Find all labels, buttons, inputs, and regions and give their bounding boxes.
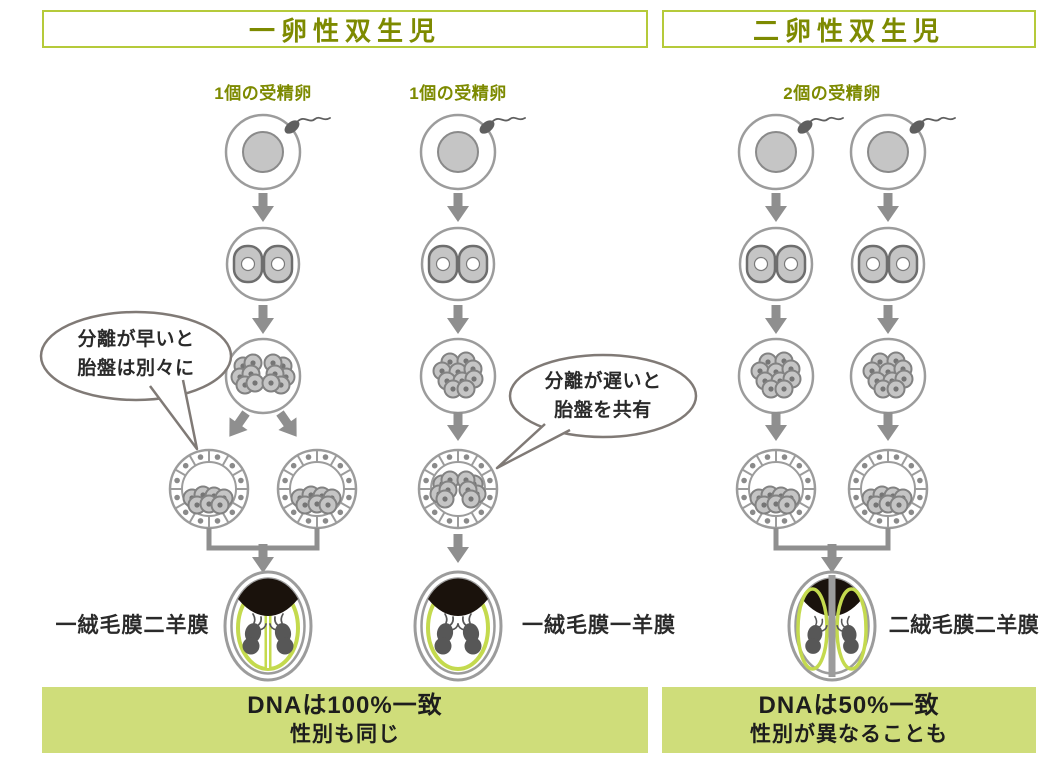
bubble-line: 胎盤は別々に	[77, 357, 195, 379]
down-arrow-icon	[765, 193, 787, 222]
blastocyst-two-masses-icon	[419, 450, 497, 528]
egg-count-label: 2個の受精卵	[783, 84, 881, 103]
morula-icon	[851, 339, 925, 413]
mono-mono-sac-icon	[415, 572, 501, 680]
down-arrow-icon	[877, 193, 899, 222]
bubble-early-text: 分離が早いと 胎盤は別々に	[44, 326, 228, 383]
fertilized-egg-icon	[419, 113, 527, 191]
down-arrow-icon	[877, 412, 899, 441]
morula-icon	[421, 339, 495, 413]
two-cell-stage-icon	[225, 226, 301, 302]
down-arrow-icon	[765, 305, 787, 334]
diagonal-arrow-icon	[270, 406, 306, 444]
result-box-identical: DNAは100%一致 性別も同じ	[42, 687, 648, 753]
blastocyst-icon	[737, 450, 815, 528]
diagonal-arrow-icon	[220, 406, 256, 444]
blastocyst-icon	[278, 450, 356, 528]
morula-icon	[739, 339, 813, 413]
egg-count-label: 1個の受精卵	[409, 84, 507, 103]
splitting-morula-icon	[226, 339, 300, 413]
bubble-line: 分離が遅いと	[544, 371, 662, 392]
speech-bubble-early	[39, 310, 233, 451]
bubble-line: 分離が早いと	[77, 329, 195, 350]
bubble-late-text: 分離が遅いと 胎盤を共有	[511, 368, 695, 425]
down-arrow-icon	[252, 305, 274, 334]
membrane-label-di-di: 二絨毛膜二羊膜	[888, 614, 1040, 637]
identical-late-column	[415, 113, 527, 680]
two-cell-stage-icon	[738, 226, 814, 302]
identical-early-column	[170, 113, 356, 680]
fertilized-egg-icon	[737, 113, 845, 191]
down-arrow-icon	[447, 305, 469, 334]
di-di-sac-icon	[789, 572, 875, 680]
membrane-label-mono-mono: 一絨毛膜一羊膜	[522, 614, 676, 637]
speech-bubble-late	[495, 353, 698, 470]
down-arrow-icon	[447, 193, 469, 222]
header-identical-twins: 一卵性双生児	[42, 10, 648, 48]
down-arrow-icon	[447, 534, 469, 563]
mono-di-sac-icon	[225, 572, 311, 680]
egg-count-label: 1個の受精卵	[214, 84, 312, 103]
down-arrow-icon	[447, 412, 469, 441]
result-line: DNAは50%一致	[758, 692, 940, 719]
bubble-line: 胎盤を共有	[554, 399, 652, 421]
fertilized-egg-icon	[224, 113, 332, 191]
result-line: 性別が異なることも	[750, 723, 948, 746]
membrane-label-mono-di: 一絨毛膜二羊膜	[55, 614, 210, 637]
down-arrow-icon	[252, 193, 274, 222]
two-cell-stage-icon	[850, 226, 926, 302]
down-arrow-icon	[877, 305, 899, 334]
blastocyst-icon	[849, 450, 927, 528]
result-line: DNAは100%一致	[247, 692, 443, 719]
result-box-fraternal: DNAは50%一致 性別が異なることも	[662, 687, 1036, 753]
header-fraternal-twins: 二卵性双生児	[662, 10, 1036, 48]
down-arrow-icon	[765, 412, 787, 441]
blastocyst-icon	[170, 450, 248, 528]
result-line: 性別も同じ	[290, 723, 400, 746]
fraternal-columns	[737, 113, 957, 680]
fertilized-egg-icon	[849, 113, 957, 191]
two-cell-stage-icon	[420, 226, 496, 302]
